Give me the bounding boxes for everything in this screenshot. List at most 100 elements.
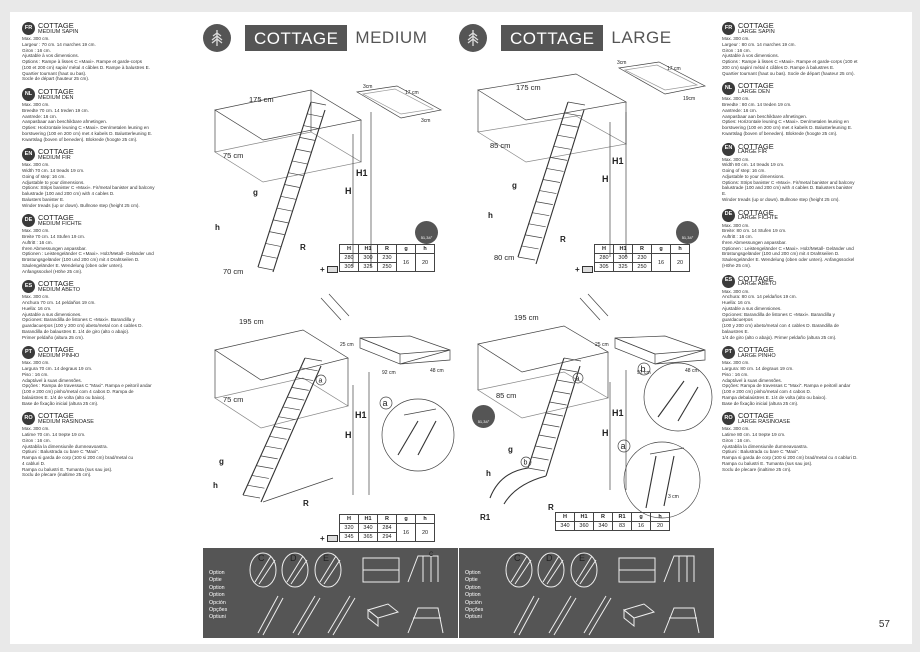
- spec-line: Winder treads (up or down). Bullnose ste…: [22, 202, 140, 208]
- product-title: COTTAGE: [38, 87, 74, 96]
- spec-line: guardacuerpos (100 y 200 cm) abeto/metal…: [22, 323, 143, 328]
- stair-tread: [535, 445, 553, 450]
- plan-a-label: 25 cm: [595, 342, 609, 348]
- stair-tread: [282, 406, 300, 411]
- language-code-badge: ES: [722, 274, 735, 288]
- stair-tread: [307, 113, 323, 118]
- spec-line: balustrade (100 and 200 cm) with 4 cable…: [722, 185, 853, 191]
- language-code-badge: EN: [722, 142, 735, 156]
- spec-line: Largura: 80 cm. 14 degraus 19 cm.: [722, 366, 794, 371]
- stair-tread: [560, 123, 578, 128]
- medium-winder-stair-diagram: 195 cm 75 cm a H1 H g h R: [213, 293, 370, 508]
- spec-line: Breite: 80 cm. 14 Stufen 19 cm.: [722, 228, 787, 234]
- stair-tread: [557, 134, 575, 139]
- spec-line: Aanpasbaar aan beschikbare afmetingen.: [22, 119, 108, 125]
- stair-tread: [291, 387, 309, 391]
- spec-line: Opções: Rampa de travessas C "Maxi". Ram…: [722, 383, 851, 389]
- medium-bottom-dim: 70 cm: [223, 267, 243, 276]
- spec-line: Max. 300 cm.: [22, 36, 50, 41]
- language-code-badge: PT: [22, 346, 35, 360]
- stair-tread: [273, 219, 289, 224]
- option-label: Optie: [465, 577, 478, 584]
- stair-tread: [303, 125, 319, 129]
- dim-label-h: H: [345, 186, 352, 196]
- stair-tread: [567, 101, 586, 106]
- large-top-dim: 175 cm: [516, 83, 541, 92]
- spec-line: Options : Rampe à lisses C «Maxi». Rampe…: [22, 59, 142, 64]
- medium-side-dim-2: 75 cm: [223, 395, 243, 404]
- stair-tread: [251, 475, 269, 479]
- spec-line: Giron : 16 cm.: [22, 47, 51, 53]
- dim-label-h-small: h: [486, 469, 491, 478]
- stair-tread: [256, 465, 274, 469]
- spec-line: Anchura: 80 cm. 14 peldaños 19 cm.: [722, 294, 797, 300]
- spec-line: Quartier tournant (haut ou bas). Socle d…: [722, 70, 855, 76]
- spec-line: Latime 70 cm. 14 trepte 19 cm.: [22, 432, 86, 437]
- option-label: Optie: [209, 577, 222, 584]
- language-code-badge: DE: [722, 208, 735, 222]
- bullnose-step-plus: +: [320, 534, 338, 543]
- product-subtitle: LARGE FIR: [738, 149, 768, 155]
- stair-tread: [556, 379, 574, 384]
- option-label: Opción: [209, 599, 226, 606]
- spec-line: balaústres E. 1/4 de volta (alto ou baix…: [22, 394, 106, 400]
- spec-line: (100 y 200 cm) abeto/metal con 4 cables …: [722, 323, 839, 328]
- dim-label-r: R: [303, 499, 309, 508]
- dim-label-r: R: [300, 243, 306, 252]
- dim-label-h-small: h: [213, 481, 218, 490]
- bullnose-step-plus: +: [575, 265, 593, 274]
- spec-line: Max. 300 cm.: [22, 228, 50, 234]
- stair-tread: [525, 234, 543, 239]
- spec-line: Base de fixação inicial (altura 25 cm).: [722, 400, 799, 406]
- product-subtitle: LARGE DEN: [738, 88, 770, 95]
- product-title: COTTAGE: [738, 273, 774, 283]
- dim-label-g: g: [253, 188, 258, 197]
- dim-label-g: g: [508, 445, 513, 454]
- spec-line: Balusters banister E.: [22, 196, 65, 202]
- spec-line: 1/4 de giro (alto o abajo). Primer pelda…: [722, 334, 837, 340]
- dim-label-h: H: [602, 174, 609, 184]
- spec-line: Quartier tournant (haut ou bas).: [22, 70, 87, 76]
- option-d-label: D: [546, 553, 553, 563]
- spec-line: Opciones: Barandilla de listones C «Maxi…: [722, 311, 835, 317]
- option-label: Opción: [465, 599, 482, 606]
- spec-line: Max. 300 cm.: [722, 96, 750, 102]
- stair-tread: [261, 254, 277, 259]
- language-code-badge: PT: [722, 346, 735, 360]
- option-e-label: E: [579, 553, 585, 563]
- spec-line: Rampa cu balustri E. Tumanta (sus sau jo…: [22, 466, 113, 472]
- large-opening-plan-2: 25 cm 92 cm 48 cm: [595, 335, 706, 376]
- stair-tread: [257, 266, 274, 271]
- spec-line: Kwartslag (boven of beneden). Blokrede (…: [722, 130, 838, 136]
- spec-line: Largeur : 80 cm. 14 marches 19 cm.: [722, 41, 796, 47]
- spec-line: Largura 70 cm. 14 degraus 19 cm.: [22, 366, 93, 371]
- stair-tread: [296, 377, 314, 381]
- stair-tread: [538, 434, 556, 439]
- language-code-badge: RO: [22, 412, 35, 426]
- spec-line: balaustres E.: [722, 328, 749, 334]
- spec-line: Socle de départ (hauteur 25 cm).: [22, 76, 90, 82]
- spec-line: Going of step: 16 cm.: [22, 173, 66, 179]
- stair-tread: [269, 231, 285, 235]
- stair-tread: [553, 390, 571, 395]
- spec-line: Rampa cu balustri E. Tumanta (sus sau jo…: [722, 460, 813, 466]
- spec-line: Giron : 16 cm.: [722, 437, 751, 443]
- stair-tread: [563, 357, 582, 362]
- stair-tread: [269, 435, 287, 440]
- stair-tread: [284, 184, 300, 188]
- product-subtitle: MEDIUM ABETO: [38, 286, 81, 293]
- product-subtitle: MEDIUM FICHTE: [38, 220, 82, 227]
- medium-product-badge: COTTAGE: [245, 25, 348, 51]
- spec-line: Auftritt : 16 cm.: [722, 234, 753, 239]
- dim-label-r1: R1: [480, 513, 491, 522]
- product-title: COTTAGE: [38, 279, 74, 289]
- dim-label-r: R: [560, 235, 566, 244]
